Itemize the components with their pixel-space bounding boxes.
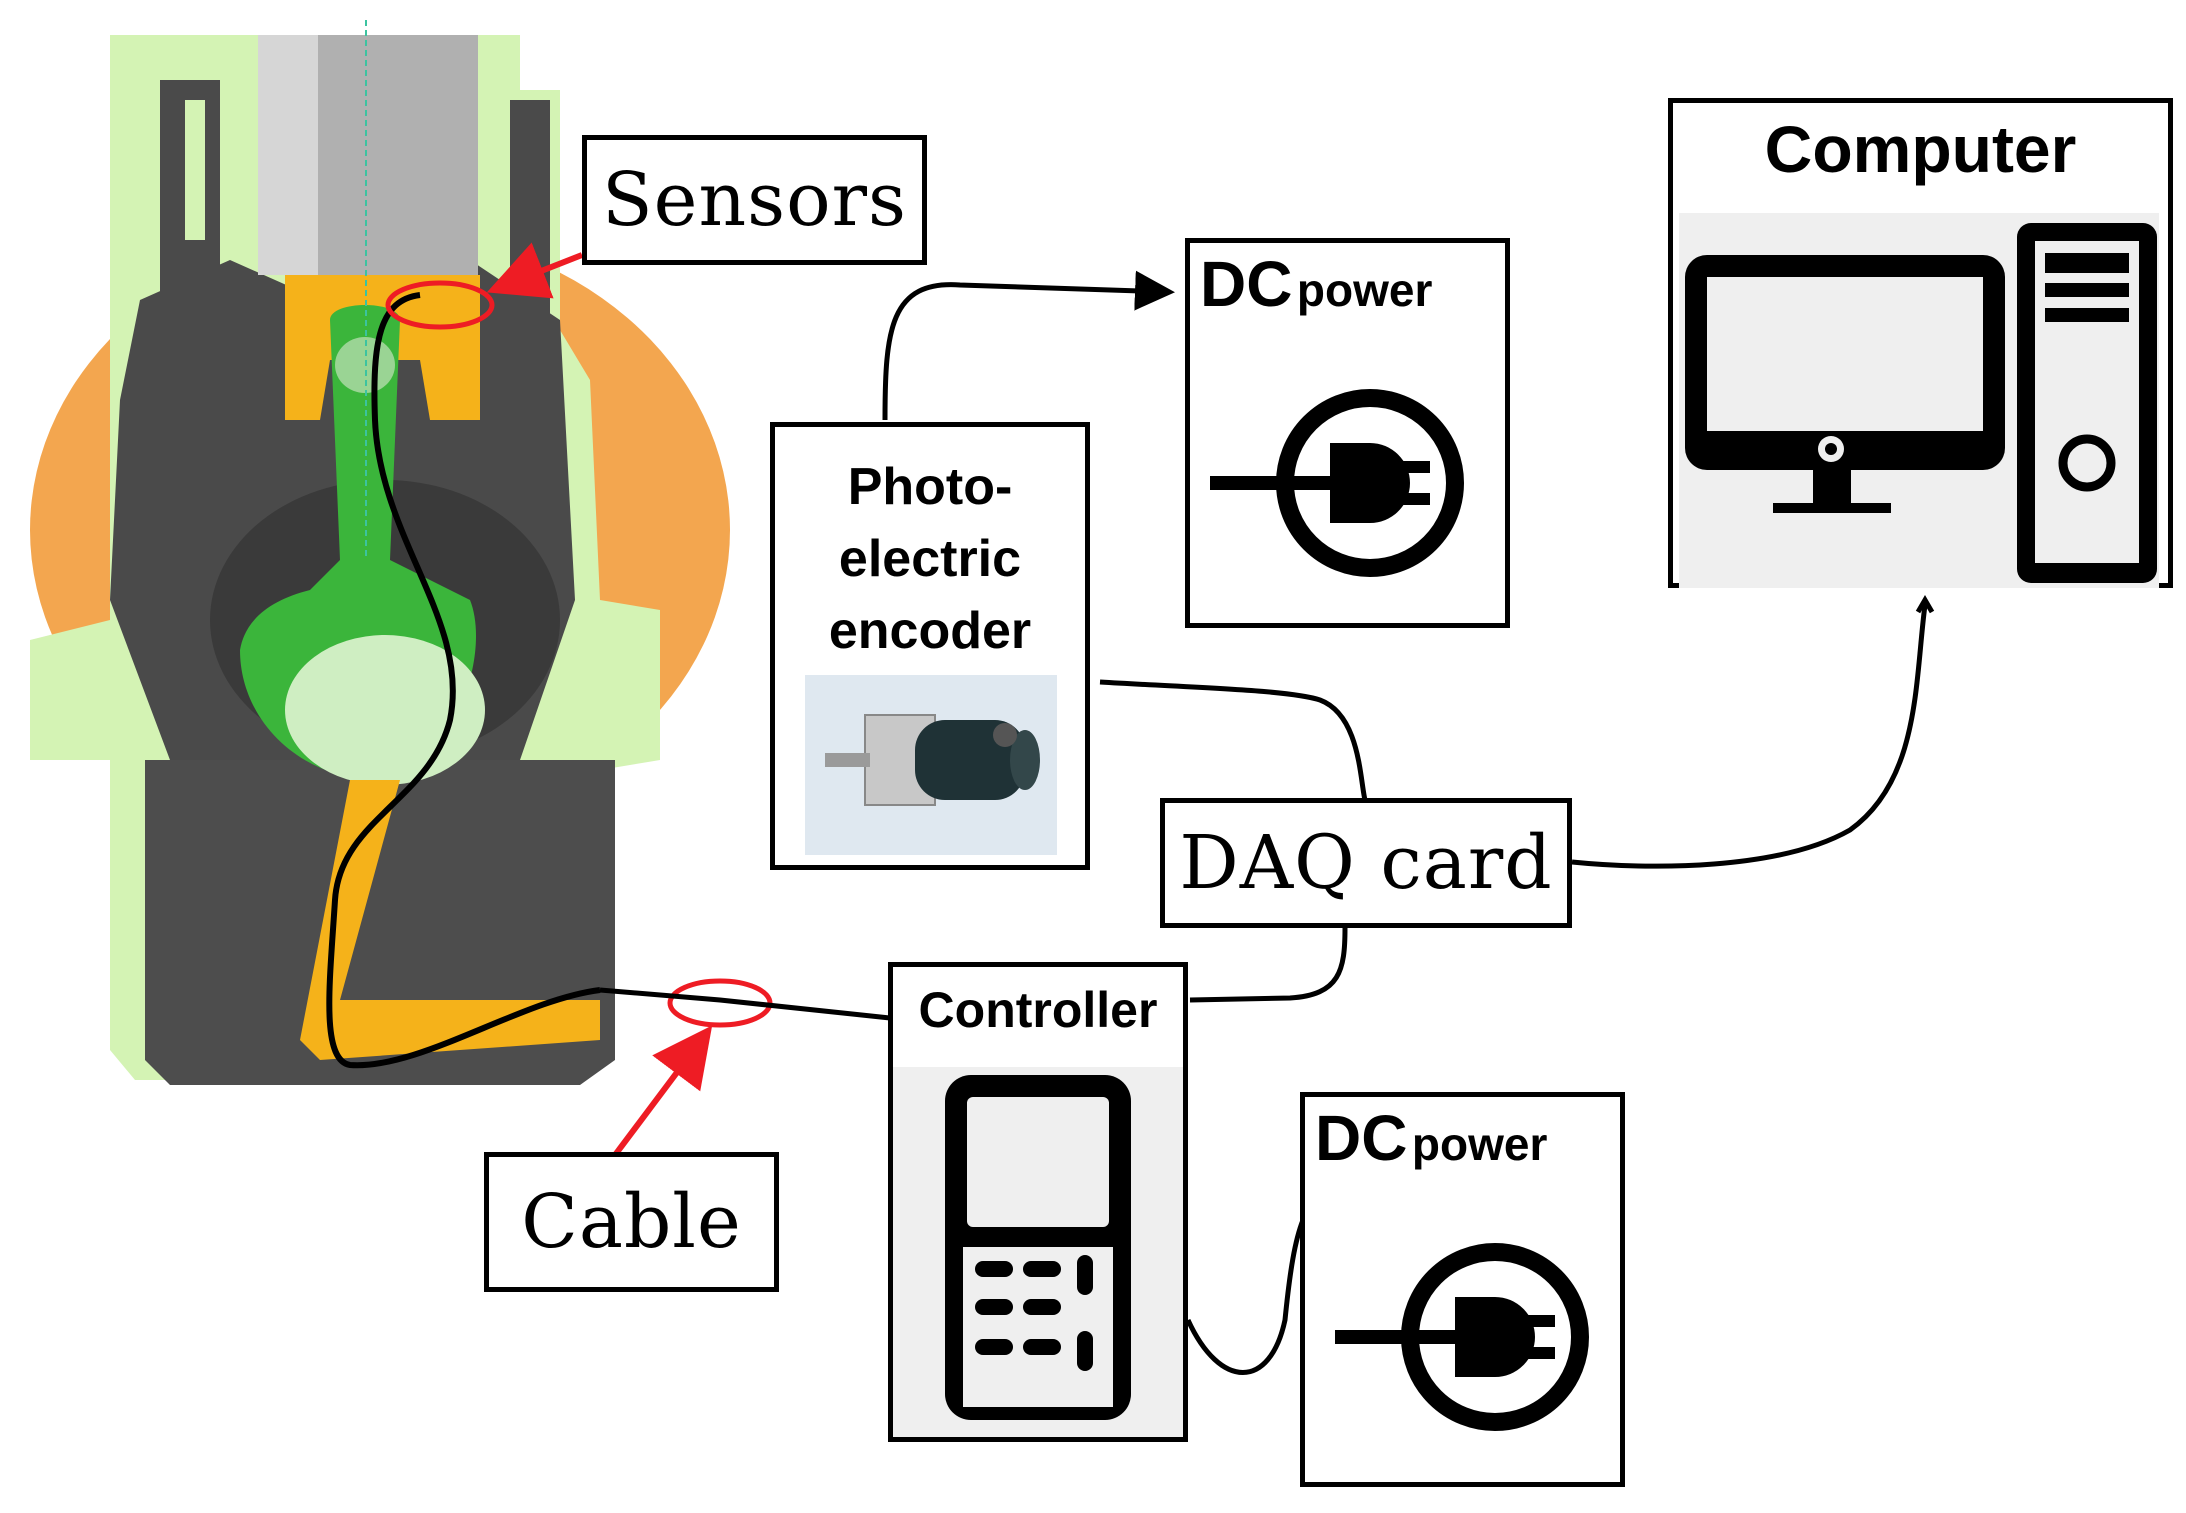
sensors-highlight	[385, 280, 495, 330]
wire-encoder-daq	[1099, 679, 1368, 801]
handheld-controller-icon	[893, 1067, 1183, 1437]
desktop-computer-icon	[1679, 213, 2159, 588]
daq-card-box: DAQ card	[1160, 798, 1572, 928]
controller-box: Controller	[888, 962, 1188, 1442]
encoder-title-line1: Photo-	[847, 458, 1013, 516]
encoder-title-line2: electric	[838, 530, 1022, 588]
dc-power-top-box: DC power	[1185, 238, 1510, 628]
dc-power-top-label-dc: DC	[1200, 248, 1293, 320]
power-plug-icon	[1210, 389, 1464, 577]
encoder-title: Photo- electric encoder	[775, 451, 1085, 667]
encoder-title-line3: encoder	[828, 602, 1032, 660]
sensors-label-box: Sensors	[582, 135, 927, 265]
cable-arrow	[612, 1025, 713, 1157]
wire-encoder-dcpower	[882, 270, 1175, 421]
cable-label-box: Cable	[484, 1152, 779, 1292]
wire-daq-computer	[1571, 604, 1928, 869]
dc-power-top-label-power: power	[1296, 264, 1433, 316]
power-plug-icon	[1335, 1243, 1589, 1431]
computer-title: Computer	[1764, 112, 2077, 186]
controller-title: Controller	[918, 982, 1158, 1038]
dc-power-bottom-box: DC power	[1300, 1092, 1625, 1487]
sensors-arrow	[486, 242, 584, 299]
sensors-label: Sensors	[601, 157, 908, 243]
wire-engine-controller	[599, 987, 891, 1021]
encoder-box: Photo- electric encoder	[770, 422, 1090, 870]
daq-card-label: DAQ card	[1179, 820, 1553, 906]
encoder-photo-icon	[805, 675, 1057, 855]
wire-controller-dcpower	[1185, 1219, 1306, 1375]
dc-power-bottom-title: DC power	[1315, 1101, 1547, 1175]
computer-box: Computer	[1668, 98, 2173, 588]
dc-power-bottom-label-dc: DC	[1315, 1102, 1408, 1174]
wire-daq-controller	[1189, 927, 1348, 1003]
dc-power-bottom-label-power: power	[1411, 1118, 1548, 1170]
dc-power-top-title: DC power	[1200, 247, 1432, 321]
cable-label: Cable	[521, 1179, 742, 1265]
